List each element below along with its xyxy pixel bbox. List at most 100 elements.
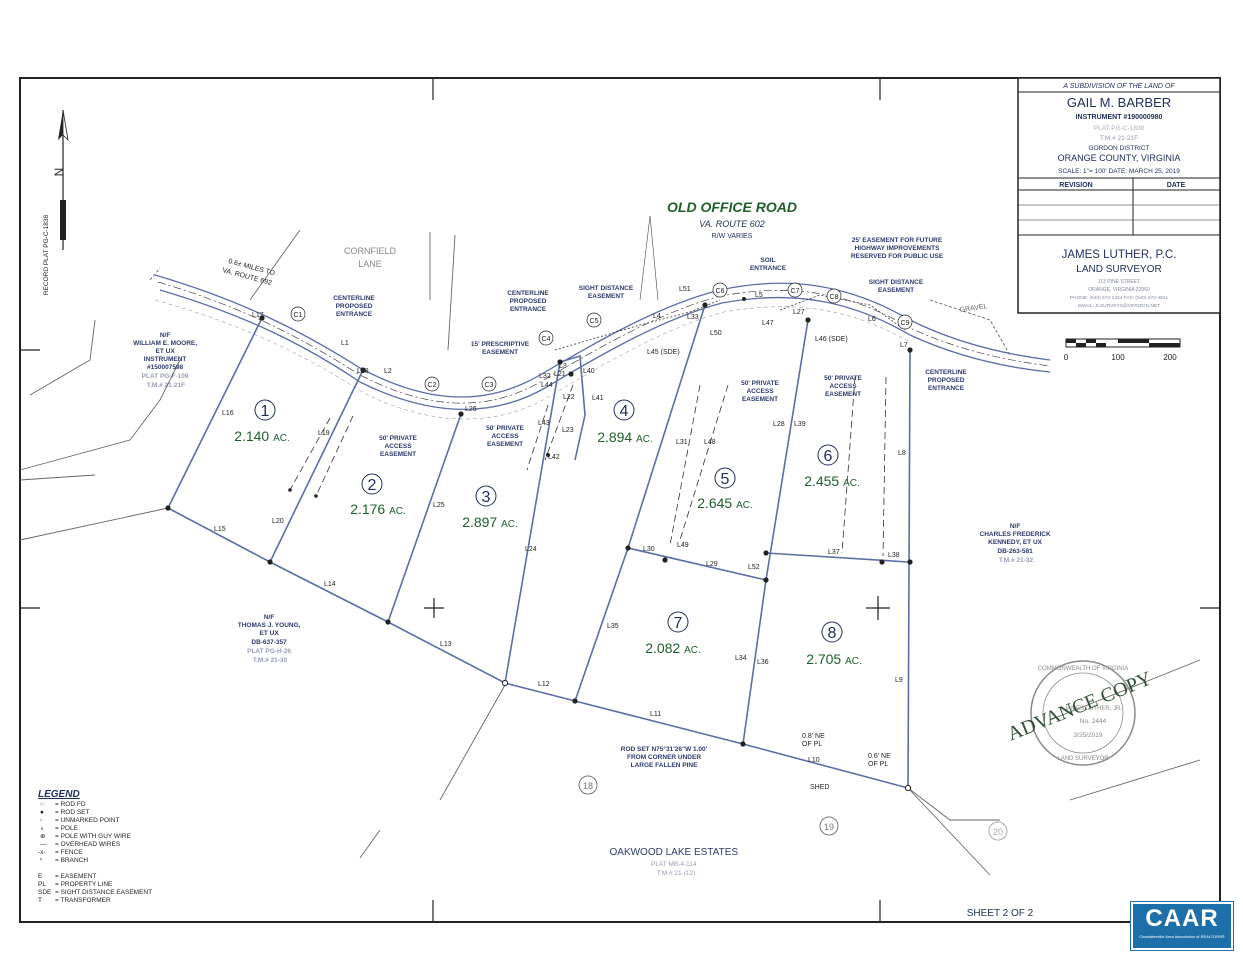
- seg-l3: L3: [559, 363, 567, 370]
- lot-5-number: 5: [721, 471, 730, 488]
- seg-l29: L29: [706, 561, 718, 568]
- tb-address: 113 PINE STREET: [1098, 279, 1140, 285]
- curve-labels: C1 C2 C3 C4 C5 C6 C7 C8 C9: [290, 282, 913, 392]
- north-arrow: N RECORD PLAT PG-C-1838: [43, 109, 69, 295]
- tb-district: GORDON DISTRICT: [1088, 145, 1149, 152]
- sde-2: L46 (SDE): [815, 336, 848, 343]
- legend-sym-4: ⊕: [40, 833, 46, 840]
- seg-l48: L48: [704, 439, 716, 446]
- caar-logo-text: CAAR: [1145, 905, 1219, 932]
- legend-item-1: = ROD SET: [55, 809, 90, 816]
- legend-sym-2: ◦: [40, 817, 42, 824]
- tb-heading: A SUBDIVISION OF THE LAND OF: [1062, 83, 1175, 90]
- seg-l25: L25: [433, 502, 445, 509]
- lot-5-area: 2.645 AC.: [697, 495, 753, 511]
- adjoiner-moore: N/F WILLIAM E. MOORE, ET UX INSTRUMENT #…: [133, 332, 199, 389]
- lot-1-area: 2.140 AC.: [234, 428, 290, 444]
- seg-l37: L37: [828, 549, 840, 556]
- scale-bar: 0 100 200: [1064, 338, 1181, 362]
- legend-sym-6: -x-: [38, 849, 46, 856]
- sde-1: L45 (SDE): [647, 349, 680, 356]
- tb-surveyor-title: LAND SURVEYOR: [1076, 264, 1161, 275]
- seg-l6: L6: [868, 316, 876, 323]
- caar-logo: CAAR Charlottesville Area Association of…: [1131, 902, 1233, 950]
- tb-scale-date: SCALE: 1"= 100' DATE: MARCH 25, 2019: [1058, 168, 1180, 175]
- seal-bottom: LAND SURVEYOR: [1057, 756, 1109, 762]
- north-label: N: [52, 168, 66, 177]
- seg-l51: L51: [679, 286, 691, 293]
- curve-c3: C3: [485, 382, 494, 389]
- legend-item-5: = OVERHEAD WIRES: [55, 841, 121, 848]
- seg-l43: L43: [538, 420, 550, 427]
- legend-sym-0: ○: [40, 801, 44, 808]
- neighbor-lot-18: 18: [583, 781, 593, 791]
- legend-item-3: = POLE: [55, 825, 79, 832]
- seg-l24: L24: [525, 546, 537, 553]
- legend-item-9: = PROPERTY LINE: [55, 881, 113, 888]
- seg-l26: L26: [465, 406, 477, 413]
- seg-l9: L9: [895, 677, 903, 684]
- seg-l2: L2: [384, 368, 392, 375]
- adjoiner-labels: N/F WILLIAM E. MOORE, ET UX INSTRUMENT #…: [133, 332, 1051, 877]
- seg-l47: L47: [762, 320, 774, 327]
- legend-item-7: = BRANCH: [55, 857, 88, 864]
- seg-l12: L12: [538, 681, 550, 688]
- legend-item-8: = EASEMENT: [55, 873, 96, 880]
- curve-c7: C7: [791, 288, 800, 295]
- legend-sym-9: PL: [38, 881, 46, 888]
- curve-c9: C9: [901, 320, 910, 327]
- seg-l31: L31: [676, 439, 688, 446]
- seg-l52: L52: [748, 564, 760, 571]
- legend-sym-11: T: [38, 897, 42, 904]
- sheet-number: SHEET 2 OF 2: [967, 908, 1034, 919]
- gravel-label: GRAVEL: [959, 303, 988, 314]
- shed-label: SHED: [810, 784, 829, 791]
- neighbor-lot-20: 20: [993, 827, 1003, 837]
- adjoiner-oakwood: OAKWOOD LAKE ESTATES PLAT MB-4-114 T.M.#…: [610, 842, 743, 877]
- seg-l11: L11: [650, 711, 661, 718]
- seal-date: 3/25/2019: [1074, 732, 1103, 739]
- segment-labels: L1 L2 L3 L4 L5 L6 L7 L8 L9 L10 L11 L12 L…: [214, 286, 908, 764]
- curve-c4: C4: [542, 336, 551, 343]
- tb-date: DATE: [1167, 182, 1186, 189]
- seg-l21: L21: [554, 371, 566, 378]
- seg-l14: L14: [324, 581, 336, 588]
- seal-top: COMMONWEALTH OF VIRGINIA: [1038, 666, 1129, 672]
- legend-item-2: = UNMARKED POINT: [55, 817, 119, 824]
- curve-c2: C2: [428, 382, 437, 389]
- seg-l20: L20: [272, 518, 284, 525]
- seg-l27: L27: [793, 309, 805, 316]
- seg-l30: L30: [643, 546, 655, 553]
- caar-logo-subtext: Charlottesville Area Association of REAL…: [1139, 934, 1225, 939]
- legend-item-6: = FENCE: [55, 849, 83, 856]
- adjoining-lines: [19, 229, 1201, 876]
- legend-items: ○= ROD FD ●= ROD SET ◦= UNMARKED POINT ∘…: [38, 801, 152, 904]
- road-row: R/W VARIES: [712, 233, 753, 240]
- lot-8-area: 2.705 AC.: [806, 651, 862, 667]
- seg-l13: L13: [440, 641, 452, 648]
- seg-l41: L41: [592, 395, 604, 402]
- tb-plat: PLAT PG-C-1838: [1094, 125, 1145, 132]
- legend-item-4: = POLE WITH GUY WIRE: [55, 833, 132, 840]
- legend-sym-7: ᵛ: [39, 857, 43, 864]
- seg-l42: L42: [548, 454, 560, 461]
- tb-county: ORANGE COUNTY, VIRGINIA: [1058, 153, 1181, 163]
- adjoiner-young: N/F THOMAS J. YOUNG, ET UX DB-637-357 PL…: [238, 614, 303, 664]
- tb-taxmap: T.M.# 21-21F: [1100, 135, 1138, 142]
- lot-3-area: 2.897 AC.: [462, 514, 518, 530]
- curve-c5: C5: [590, 318, 599, 325]
- lot-labels: 1 2.140 AC. 2 2.176 AC. 3 2.897 AC. 4 2.…: [234, 399, 862, 667]
- lot-4-area: 2.894 AC.: [597, 429, 653, 445]
- seg-l18: L18: [357, 368, 369, 375]
- legend-item-11: = TRANSFORMER: [55, 897, 111, 904]
- tb-revision: REVISION: [1059, 182, 1092, 189]
